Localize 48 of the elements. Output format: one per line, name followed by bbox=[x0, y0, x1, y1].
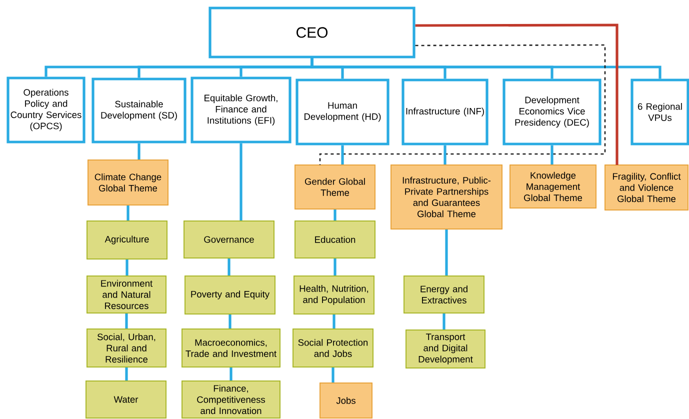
leader-box: Sustainable Development (SD) bbox=[92, 78, 186, 144]
connector-line bbox=[332, 368, 334, 382]
theme-box: Fragility, Conflict and Violence Global Theme bbox=[604, 164, 688, 210]
connector-line bbox=[228, 258, 230, 276]
unit-box: Water bbox=[86, 380, 166, 418]
leader-box: Infrastructure (INF) bbox=[402, 78, 488, 146]
leader-box: Development Economics Vice Presidency (DEC) bbox=[502, 78, 602, 146]
connector-line bbox=[442, 314, 446, 330]
connector-line bbox=[228, 314, 232, 328]
connector-line bbox=[230, 368, 232, 380]
connector-line bbox=[334, 210, 336, 220]
connector-line bbox=[444, 145, 446, 164]
unit-box: Transport and Digital Development bbox=[406, 330, 486, 368]
unit-box: Governance bbox=[184, 220, 274, 258]
unit-box: Social, Urban, Rural and Resilience bbox=[86, 328, 166, 368]
connector-line bbox=[125, 314, 128, 328]
connector-line bbox=[445, 230, 448, 276]
theme-box: Climate Change Global Theme bbox=[88, 160, 168, 206]
theme-box: Knowledge Management Global Theme bbox=[510, 164, 596, 208]
theme-box: Jobs bbox=[320, 382, 372, 418]
unit-box: Social Protection and Jobs bbox=[292, 328, 374, 368]
unit-box: Environment and Natural Resources bbox=[86, 276, 166, 314]
theme-box: Gender Global Theme bbox=[294, 164, 376, 210]
unit-box: Health, Nutrition, and Population bbox=[294, 276, 374, 314]
ceo-box: CEO bbox=[208, 6, 416, 58]
leader-box: Equitable Growth, Finance and Institutions (EFI) bbox=[190, 76, 292, 144]
connector-line bbox=[126, 206, 130, 220]
connector-line bbox=[550, 145, 554, 164]
unit-box: Education bbox=[294, 220, 376, 258]
connector-line bbox=[341, 145, 344, 164]
unit-box: Agriculture bbox=[86, 220, 168, 260]
connector-line bbox=[125, 368, 128, 380]
connector-line bbox=[310, 58, 662, 79]
unit-box: Macroeconomics, Trade and Investment bbox=[182, 328, 280, 368]
connector-line bbox=[240, 143, 242, 220]
connector-line bbox=[334, 258, 336, 276]
unit-box: Poverty and Equity bbox=[184, 276, 276, 314]
unit-box: Energy and Extractives bbox=[404, 276, 484, 314]
connector-line bbox=[126, 260, 128, 276]
theme-box: Infrastructure, Public-Private Partnerships and Guarantees Global Theme bbox=[390, 164, 502, 230]
connector-line bbox=[415, 24, 618, 165]
unit-box: Finance, Competitiveness and Innovation bbox=[182, 380, 280, 418]
connector-line bbox=[319, 44, 606, 165]
leader-box: Human Development (HD) bbox=[296, 78, 390, 146]
leader-box: Operations Policy and Country Services (OPCS) bbox=[6, 76, 86, 144]
connector-line bbox=[332, 314, 336, 328]
connector-line bbox=[138, 143, 140, 160]
leader-box: 6 Regional VPUs bbox=[630, 78, 689, 146]
